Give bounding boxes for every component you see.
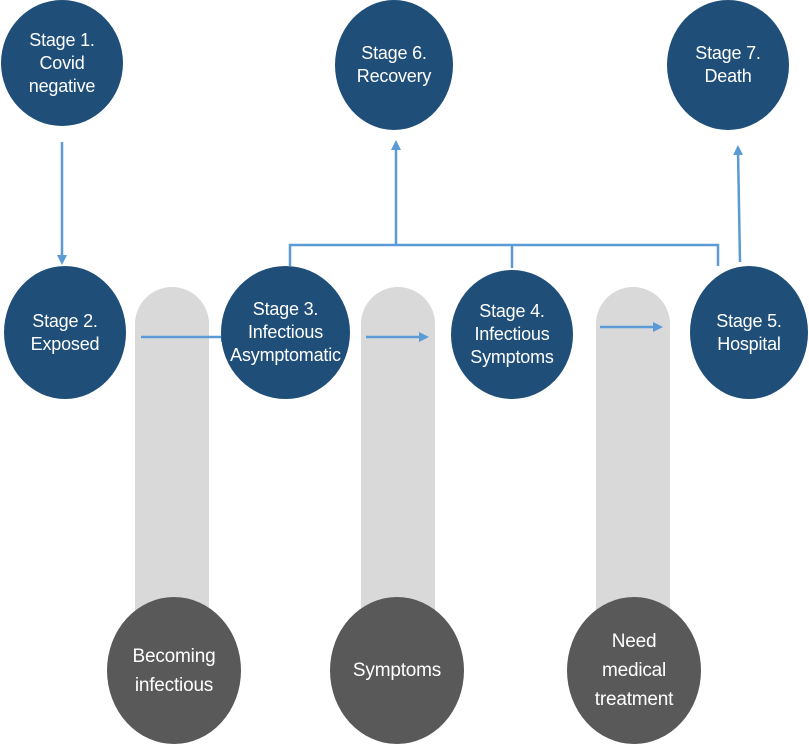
pillar-becoming-infectious [135,287,209,617]
stage-6-node: Stage 6. Recovery [335,0,453,130]
stage-2-label: Stage 2. Exposed [30,310,100,354]
pillar-symptoms [361,287,435,617]
transition-symptoms: Symptoms [330,597,464,744]
stage-5-label: Stage 5. Hospital [716,310,782,354]
stage-3-label: Stage 3. Infectious Asymptomatic [230,299,341,365]
arrow-stage5-to-stage7 [733,145,744,263]
stage-1-node: Stage 1. Covid negative [1,0,123,126]
stage-5-node: Stage 5. Hospital [690,266,808,399]
stage-7-label: Stage 7. Death [695,43,761,86]
transition-need-medical-treatment-label: Need medical treatment [594,631,674,710]
transition-becoming-infectious: Becoming infectious [107,597,241,744]
transition-becoming-infectious-label: Becoming infectious [132,645,216,696]
stage-7-node: Stage 7. Death [667,0,789,130]
transition-symptoms-label: Symptoms [352,660,442,681]
transition-need-medical-treatment: Need medical treatment [567,597,701,744]
stage-6-label: Stage 6. Recovery [356,43,432,86]
stage-4-label: Stage 4. Infectious Symptoms [470,301,554,367]
stage-1-label: Stage 1. Covid negative [28,29,96,96]
stage-2-node: Stage 2. Exposed [4,266,126,399]
pillar-need-medical-treatment [596,287,670,617]
bracket-to-recovery [288,243,720,268]
stage-3-node: Stage 3. Infectious Asymptomatic [221,266,350,399]
stage-4-node: Stage 4. Infectious Symptoms [451,270,573,399]
